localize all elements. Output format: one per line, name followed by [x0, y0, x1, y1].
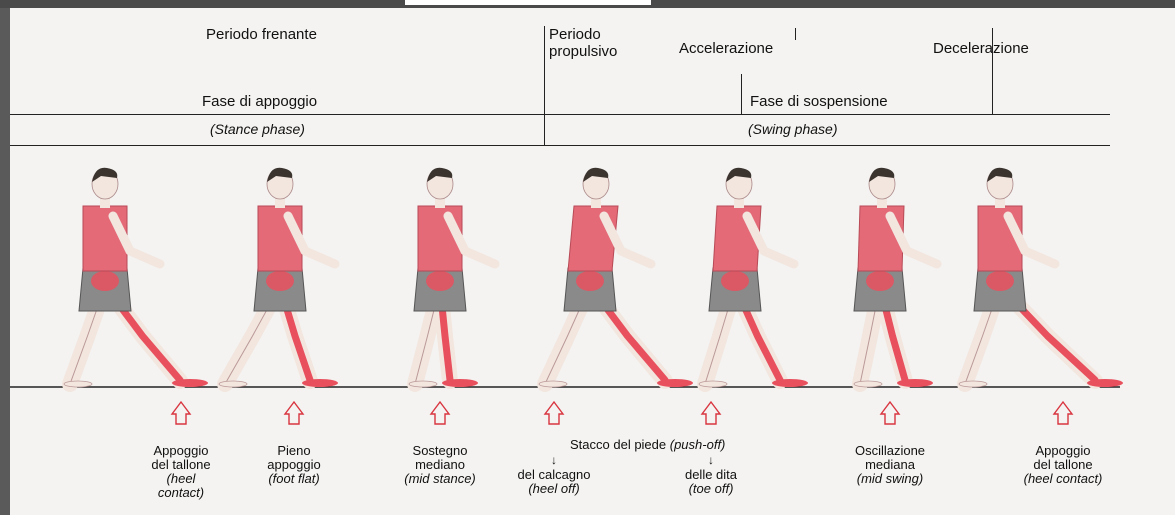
up-arrow-icon — [1054, 402, 1072, 424]
mid-stance-en-label: (mid stance) — [404, 472, 476, 486]
mid-swing-label: Oscillazione mediana — [855, 444, 925, 472]
heel-off-label: del calcagno — [518, 468, 591, 482]
window-left-edge — [0, 0, 10, 515]
figure-mid-stance — [409, 168, 495, 387]
heel-contact-en-label: (heel contact) — [158, 472, 204, 500]
gait-cycle-figure: Periodo frenante Periodo propulsivo Acce… — [10, 6, 1175, 515]
figure-foot-flat — [219, 168, 338, 387]
toe-off-label: delle dita — [685, 468, 737, 482]
figure-heel-contact — [64, 168, 208, 387]
up-arrow-icon — [702, 402, 720, 424]
mid-swing-en-label: (mid swing) — [857, 472, 923, 486]
heel-contact-label: Appoggio del tallone — [151, 444, 210, 472]
toe-off-arrow-icon: ↓ — [708, 453, 714, 467]
figure-heel-off — [539, 168, 693, 387]
push-off-en-label: (push-off) — [670, 437, 726, 452]
up-arrow-icon — [431, 402, 449, 424]
push-off-label: Stacco del piede — [570, 437, 666, 452]
heel-off-arrow-icon: ↓ — [551, 453, 557, 467]
heel-off-en-label: (heel off) — [528, 482, 579, 496]
figure-mid-swing — [854, 168, 937, 387]
window-tab — [405, 0, 651, 5]
up-arrow-icon — [881, 402, 899, 424]
figure-toe-off — [699, 168, 808, 387]
mid-stance-label: Sostegno mediano — [413, 444, 468, 472]
toe-off-en-label: (toe off) — [689, 482, 734, 496]
foot-flat-label: Pieno appoggio — [267, 444, 321, 472]
up-arrow-icon — [545, 402, 563, 424]
heel-contact-2-en-label: (heel contact) — [1024, 472, 1103, 486]
up-arrow-icon — [172, 402, 190, 424]
foot-flat-en-label: (foot flat) — [268, 472, 319, 486]
up-arrow-icon — [285, 402, 303, 424]
push-off-group: Stacco del piede (push-off) — [570, 438, 725, 452]
figure-heel-contact-2 — [959, 168, 1123, 387]
heel-contact-2-label: Appoggio del tallone — [1033, 444, 1092, 472]
